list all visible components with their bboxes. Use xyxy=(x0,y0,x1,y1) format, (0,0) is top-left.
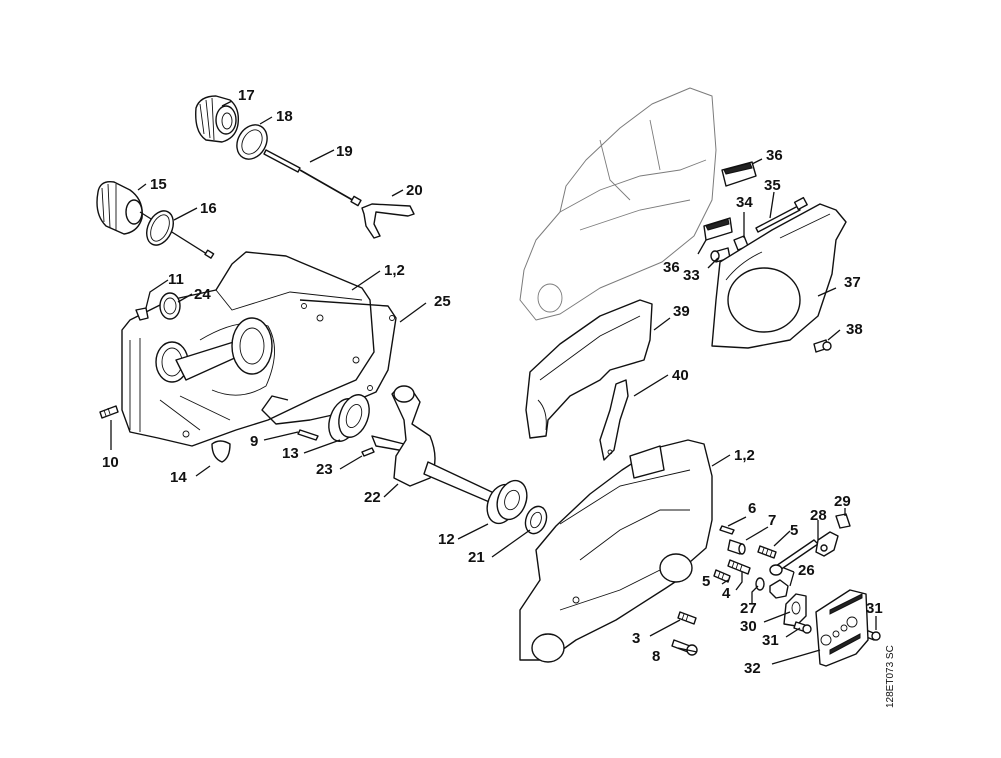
part-22-crankshaft xyxy=(371,385,497,505)
callout-5-lower: 5 xyxy=(702,573,710,590)
callout-26: 26 xyxy=(798,562,815,579)
callout-12: 12 xyxy=(438,531,455,548)
callout-30: 30 xyxy=(740,618,757,635)
callout-25: 25 xyxy=(434,293,451,310)
part-36-damper-top xyxy=(721,161,757,187)
part-20-lever xyxy=(361,203,415,239)
drawing-code: 128ET073 SC xyxy=(885,645,896,708)
callout-1-2-right: 1,2 xyxy=(734,447,755,464)
callout-19: 19 xyxy=(336,143,353,160)
callout-23: 23 xyxy=(316,461,333,478)
callout-6: 6 xyxy=(748,500,756,517)
part-27-ring xyxy=(755,577,765,591)
part-30-plate xyxy=(783,593,807,627)
part-4-stud xyxy=(727,559,751,575)
callout-40: 40 xyxy=(672,367,689,384)
callout-38: 38 xyxy=(846,321,863,338)
part-36-damper-lower xyxy=(703,217,733,241)
part-17-pump-gear xyxy=(195,95,240,143)
callout-18: 18 xyxy=(276,108,293,125)
part-7-sleeve xyxy=(727,539,746,555)
callout-10: 10 xyxy=(102,454,119,471)
part-24-oil-seal xyxy=(159,292,181,320)
callout-36-top: 36 xyxy=(766,147,783,164)
part-35-screw xyxy=(755,196,808,233)
part-13-bearing xyxy=(328,394,370,442)
callout-4: 4 xyxy=(722,585,731,602)
callout-39: 39 xyxy=(673,303,690,320)
callout-24: 24 xyxy=(194,286,211,303)
callout-33: 33 xyxy=(683,267,700,284)
callout-22: 22 xyxy=(364,489,381,506)
part-37-chain-guard xyxy=(711,203,847,349)
part-1-2-crankcase-right xyxy=(519,439,713,663)
callout-29: 29 xyxy=(834,493,851,510)
callout-20: 20 xyxy=(406,182,423,199)
callout-5-upper: 5 xyxy=(790,522,798,539)
callout-21: 21 xyxy=(468,549,485,566)
callout-11: 11 xyxy=(168,271,184,288)
callout-36-lower: 36 xyxy=(663,259,680,276)
callout-3: 3 xyxy=(632,630,640,647)
part-3-stud xyxy=(677,611,697,625)
part-29-clip xyxy=(835,513,851,529)
part-6-screw xyxy=(719,525,735,535)
part-28-plate xyxy=(815,531,839,557)
part-12-bearing xyxy=(486,479,528,525)
callout-27: 27 xyxy=(740,600,757,617)
callout-labels: 17 18 19 20 15 16 11 24 1,2 25 10 9 13 2… xyxy=(102,87,883,677)
part-14-cap xyxy=(211,440,231,463)
callout-8: 8 xyxy=(652,648,660,665)
part-19-oil-line xyxy=(263,149,362,207)
part-10-fitting xyxy=(99,405,119,419)
part-32-sprocket-cover xyxy=(815,589,869,667)
part-11-plug xyxy=(135,307,149,321)
callout-7: 7 xyxy=(768,512,776,529)
callout-37: 37 xyxy=(844,274,861,291)
callout-1-2-left: 1,2 xyxy=(384,262,405,279)
callout-14: 14 xyxy=(170,469,187,486)
callout-32: 32 xyxy=(744,660,761,677)
callout-16: 16 xyxy=(200,200,217,217)
part-9-pin xyxy=(297,429,319,441)
part-23-key xyxy=(361,447,375,457)
part-16-o-ring xyxy=(146,210,174,246)
part-15-oil-pump xyxy=(96,181,215,259)
part-31-screw-lower xyxy=(793,621,812,634)
callout-28: 28 xyxy=(810,507,827,524)
part-21-oil-seal xyxy=(524,505,548,535)
part-5-stud-lower xyxy=(713,569,731,583)
callout-35: 35 xyxy=(764,177,781,194)
callout-31-right: 31 xyxy=(866,600,883,617)
part-40-deflector xyxy=(599,379,629,461)
part-18-ring xyxy=(236,124,268,160)
callout-15: 15 xyxy=(150,176,167,193)
leader-lines xyxy=(110,100,877,665)
part-8-screw xyxy=(671,639,698,656)
callout-9: 9 xyxy=(250,433,258,450)
part-5-stud-upper xyxy=(757,545,777,559)
callout-13: 13 xyxy=(282,445,299,462)
callout-17: 17 xyxy=(238,87,255,104)
callout-31-lower: 31 xyxy=(762,632,779,649)
part-39-cover xyxy=(525,299,653,439)
part-38-screw xyxy=(813,339,832,353)
callout-34: 34 xyxy=(736,194,753,211)
crankcase-outline-reference xyxy=(519,87,717,321)
